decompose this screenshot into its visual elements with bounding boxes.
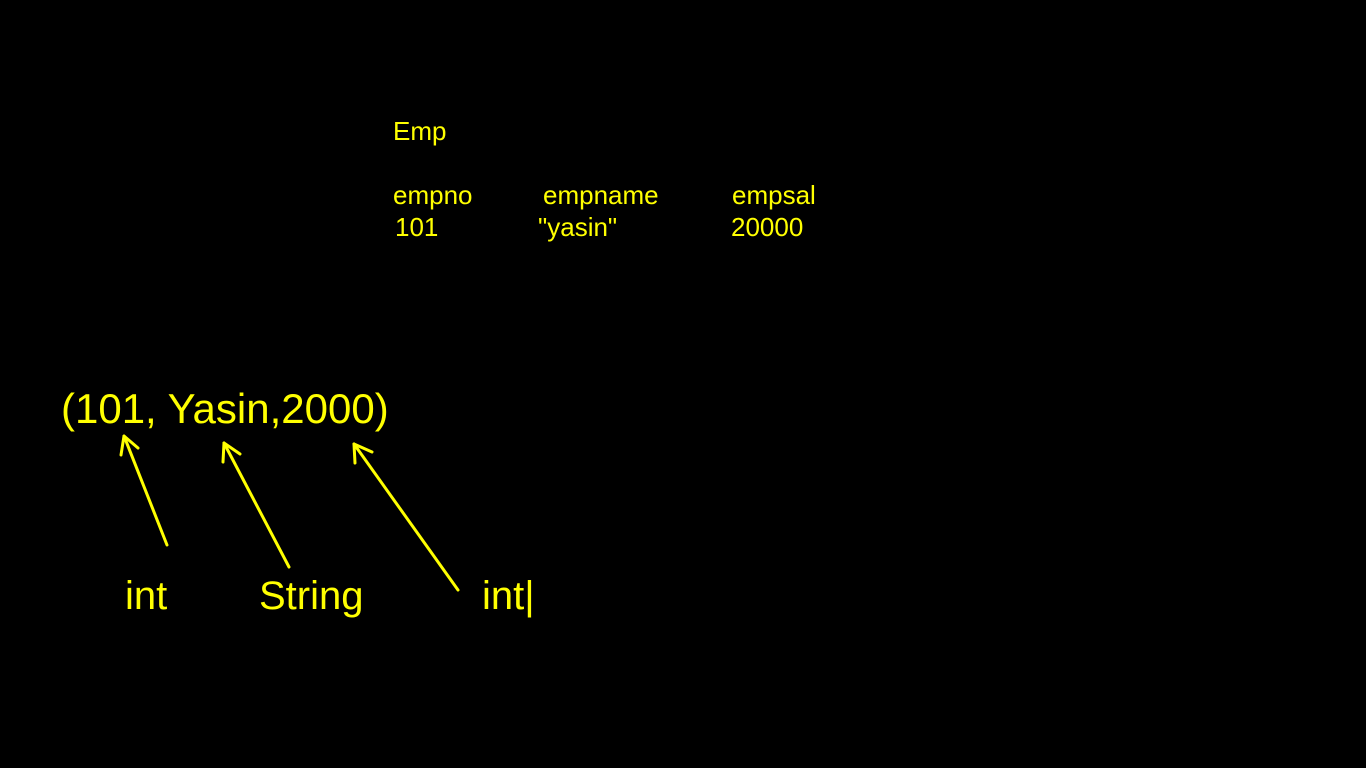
type-label-string: String	[259, 574, 364, 618]
tuple-expression: (101, Yasin,2000)	[61, 385, 389, 432]
arrow-int-to-2000	[352, 442, 460, 592]
cell-empno: 101	[395, 212, 439, 242]
cell-empsal: 20000	[731, 212, 804, 242]
column-header-empno: empno	[393, 180, 473, 210]
column-header-empname: empname	[543, 180, 659, 210]
arrow-int-to-101	[119, 434, 169, 547]
column-header-empsal: empsal	[732, 180, 816, 210]
type-label-int-cursor[interactable]: int|	[482, 574, 535, 618]
table-title: Emp	[393, 116, 447, 146]
arrow-string-to-yasin	[221, 441, 291, 569]
type-label-int: int	[125, 574, 168, 618]
cell-empname: "yasin"	[538, 212, 618, 242]
